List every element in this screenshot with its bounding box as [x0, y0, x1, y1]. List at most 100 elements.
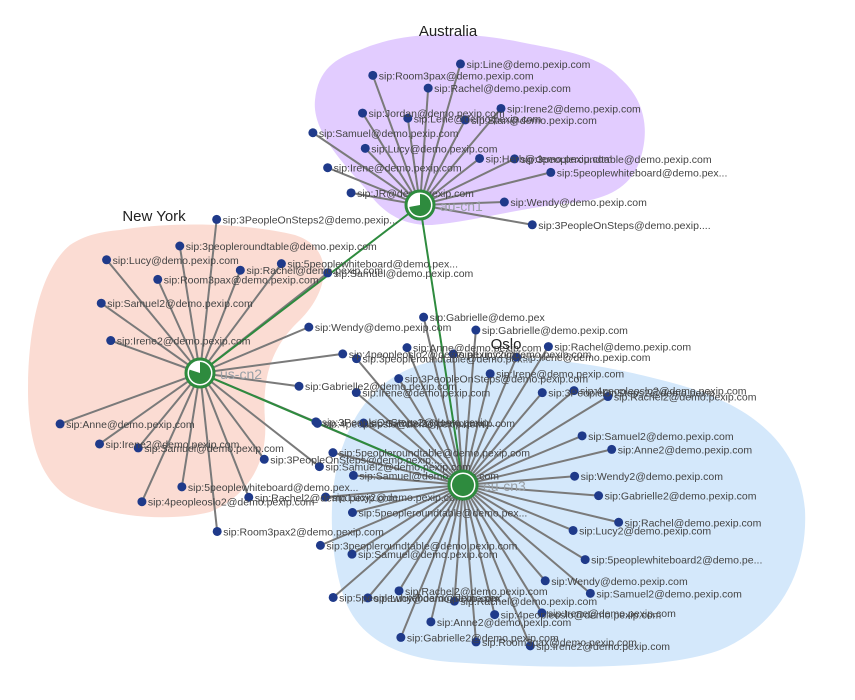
edge-newyork-20	[98, 372, 201, 445]
participant-node[interactable]	[338, 349, 348, 359]
participant-label: sip:Samuel2@demo.pexip.com	[107, 298, 253, 310]
participant-node[interactable]	[328, 448, 338, 458]
edge-newyork-16	[199, 372, 219, 532]
participant-node[interactable]	[426, 617, 436, 627]
conference-node-oslo[interactable]: eu-cn3	[447, 469, 526, 501]
participant-node[interactable]	[102, 255, 112, 265]
participant-node[interactable]	[496, 103, 506, 113]
participant-node[interactable]	[471, 325, 481, 335]
participant-node[interactable]	[312, 418, 322, 428]
participant-node[interactable]	[396, 632, 406, 642]
participant-node[interactable]	[419, 312, 429, 322]
participant-node[interactable]	[568, 525, 578, 535]
participant-node[interactable]	[106, 336, 116, 346]
participant-node[interactable]	[546, 167, 556, 177]
participant-node[interactable]	[212, 526, 222, 536]
participant-node[interactable]	[570, 471, 580, 481]
participant-label: sip:Samuel@demo.pexip.com	[319, 128, 459, 140]
participant-label: sip:Irene@demo.pexip.com	[334, 163, 462, 175]
participant-node[interactable]	[363, 593, 373, 603]
participant-node[interactable]	[403, 113, 413, 123]
participant-node[interactable]	[490, 610, 500, 620]
participant-node[interactable]	[614, 517, 624, 527]
participant-node[interactable]	[460, 115, 470, 125]
node-label: eu-cn3	[483, 478, 526, 494]
edge-newyork-21	[59, 372, 201, 425]
participant-node[interactable]	[276, 259, 286, 269]
participant-node[interactable]	[244, 492, 254, 502]
participant-node[interactable]	[537, 608, 547, 618]
participant-node[interactable]	[449, 596, 459, 606]
participant-node[interactable]	[137, 497, 147, 507]
participant-label: sip:Rachel@demo.pexip.com	[246, 265, 383, 277]
edge-newyork-18	[141, 372, 201, 503]
participant-node[interactable]	[510, 154, 520, 164]
participant-node[interactable]	[96, 298, 106, 308]
participant-node[interactable]	[328, 592, 338, 602]
participant-node[interactable]	[368, 70, 378, 80]
participant-node[interactable]	[499, 197, 509, 207]
participant-node[interactable]	[402, 343, 412, 353]
participant-node[interactable]	[321, 492, 331, 502]
participant-node[interactable]	[475, 153, 485, 163]
participant-node[interactable]	[347, 508, 357, 518]
participant-node[interactable]	[351, 354, 361, 364]
participant-node[interactable]	[577, 431, 587, 441]
participant-node[interactable]	[603, 392, 613, 402]
participant-node[interactable]	[348, 470, 358, 480]
conference-node-newyork[interactable]: us-cn2	[184, 357, 262, 389]
participant-node[interactable]	[133, 443, 143, 453]
participant-node[interactable]	[347, 549, 357, 559]
participant-node[interactable]	[423, 83, 433, 93]
participant-node[interactable]	[351, 388, 361, 398]
participant-node[interactable]	[95, 439, 105, 449]
participant-node[interactable]	[511, 352, 521, 362]
participant-node[interactable]	[323, 163, 333, 173]
participant-node[interactable]	[594, 491, 604, 501]
participant-node[interactable]	[212, 214, 222, 224]
edge-oslo-13	[462, 346, 550, 486]
participant-node[interactable]	[314, 462, 324, 472]
participant-label: sip:5peoplewhiteboard@demo.pex...	[339, 592, 510, 604]
participant-node[interactable]	[455, 59, 465, 69]
participant-node[interactable]	[540, 576, 550, 586]
participant-node[interactable]	[315, 540, 325, 550]
node-fill	[452, 474, 474, 496]
participant-node[interactable]	[308, 128, 318, 138]
participant-node[interactable]	[585, 588, 595, 598]
participant-node[interactable]	[607, 444, 617, 454]
link-newyork-oslo	[199, 372, 464, 486]
participant-node[interactable]	[527, 220, 537, 230]
participant-label: sip:Lucy@demo.pexip.com	[374, 593, 500, 605]
participant-label: sip:Wendy@demo.pexip.com	[315, 322, 452, 334]
participant-node[interactable]	[153, 274, 163, 284]
participant-label: sip:5peoplewhiteboard@demo.pex...	[287, 259, 458, 271]
participant-node[interactable]	[580, 555, 590, 565]
participant-node[interactable]	[235, 265, 245, 275]
participant-node[interactable]	[358, 108, 368, 118]
participant-node[interactable]	[294, 381, 304, 391]
participant-node[interactable]	[304, 322, 314, 332]
participant-label: sip:Line@demo.pexip.com	[466, 59, 590, 71]
edge-oslo-36	[351, 484, 464, 556]
participant-node[interactable]	[537, 388, 547, 398]
participant-node[interactable]	[543, 342, 553, 352]
participant-node[interactable]	[394, 374, 404, 384]
participant-node[interactable]	[175, 241, 185, 251]
participant-node[interactable]	[323, 268, 333, 278]
edge-newyork-13	[199, 372, 321, 468]
participant-node[interactable]	[485, 369, 495, 379]
participant-label: sip:Samuel@demo.pexip.com	[334, 268, 474, 280]
participant-node[interactable]	[448, 349, 458, 359]
participant-node[interactable]	[569, 386, 579, 396]
participant-node[interactable]	[360, 143, 370, 153]
participant-node[interactable]	[259, 454, 269, 464]
participant-node[interactable]	[471, 637, 481, 647]
participant-node[interactable]	[394, 586, 404, 596]
participant-node[interactable]	[55, 419, 65, 429]
participant-node[interactable]	[525, 641, 535, 651]
participant-node[interactable]	[359, 418, 369, 428]
participant-node[interactable]	[177, 482, 187, 492]
conference-node-australia[interactable]: au-cn1	[404, 189, 483, 221]
participant-node[interactable]	[346, 188, 356, 198]
